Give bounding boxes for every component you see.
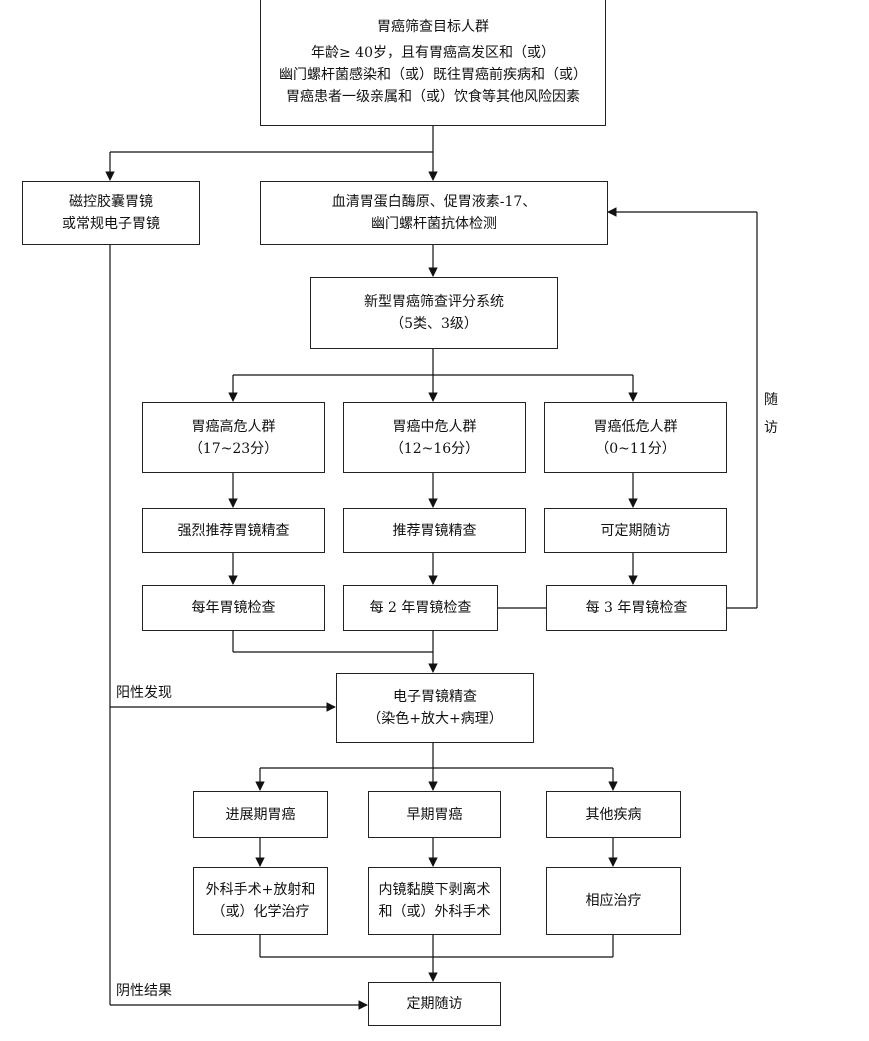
early-treatment-line-1: 内镜黏膜下剥离术 [378, 882, 491, 898]
other-disease-label: 其他疾病 [585, 806, 642, 823]
low-risk-recommendation: 可定期随访 [600, 522, 671, 539]
low-risk-box: 胃癌低危人群 （0~11分） [544, 402, 727, 473]
target-title: 胃癌筛查目标人群 [377, 19, 489, 35]
serum-line-1: 血清胃蛋白酶原、促胃液素-17、 [331, 194, 537, 210]
capsule-endoscopy-box: 磁控胶囊胃镜 或常规电子胃镜 [22, 181, 200, 245]
capsule-line-1: 磁控胶囊胃镜 [69, 194, 153, 210]
high-risk-score: （17~23分） [188, 440, 279, 457]
target-line-3: 胃癌患者一级亲属和（或）饮食等其他风险因素 [286, 89, 580, 105]
high-risk-frequency: 每年胃镜检查 [191, 600, 276, 616]
mid-risk-frequency-box: 每 2 年胃镜检查 [343, 585, 498, 631]
low-risk-recommendation-box: 可定期随访 [544, 508, 727, 553]
high-risk-label: 胃癌高危人群 [191, 418, 276, 435]
positive-finding-label: 阳性发现 [116, 685, 172, 701]
mid-risk-box: 胃癌中危人群 （12~16分） [343, 402, 526, 473]
early-treatment-box: 内镜黏膜下剥离术 和（或）外科手术 [368, 867, 501, 935]
other-disease-box: 其他疾病 [546, 791, 681, 838]
high-risk-recommendation-box: 强烈推荐胃镜精查 [142, 508, 325, 553]
capsule-line-2: 或常规电子胃镜 [62, 216, 160, 232]
scoring-system-box: 新型胃癌筛查评分系统 （5类、3级） [310, 277, 558, 349]
early-cancer-box: 早期胃癌 [368, 791, 501, 838]
negative-result-label: 阴性结果 [116, 983, 172, 999]
regular-followup-box: 定期随访 [368, 982, 501, 1026]
low-risk-frequency: 每 3 年胃镜检查 [585, 600, 688, 616]
regular-followup-label: 定期随访 [406, 996, 463, 1012]
target-line-1: 年龄≥ 40岁，且有胃癌高发区和（或） [311, 45, 555, 61]
target-population-box: 胃癌筛查目标人群 年龄≥ 40岁，且有胃癌高发区和（或） 幽门螺杆菌感染和（或）… [260, 0, 606, 126]
high-risk-box: 胃癌高危人群 （17~23分） [142, 402, 325, 473]
advanced-cancer-label: 进展期胃癌 [225, 806, 296, 823]
followup-loop-label-1: 随 [764, 392, 778, 408]
early-treatment-line-2: 和（或）外科手术 [378, 904, 491, 920]
serum-line-2: 幽门螺杆菌抗体检测 [371, 216, 497, 232]
followup-loop-label-2: 访 [764, 420, 778, 436]
low-risk-frequency-box: 每 3 年胃镜检查 [546, 585, 727, 631]
endoscopy-box: 电子胃镜精查 （染色+放大+病理） [336, 673, 534, 743]
advanced-treatment-line-2: （或）化学治疗 [211, 904, 310, 920]
advanced-cancer-box: 进展期胃癌 [193, 791, 328, 838]
scoring-line-1: 新型胃癌筛查评分系统 [364, 294, 504, 310]
low-risk-score: （0~11分） [595, 440, 676, 457]
mid-risk-frequency: 每 2 年胃镜检查 [369, 600, 472, 616]
low-risk-label: 胃癌低危人群 [593, 418, 678, 435]
target-line-2: 幽门螺杆菌感染和（或）既往胃癌前疾病和（或） [279, 67, 587, 83]
high-risk-frequency-box: 每年胃镜检查 [142, 585, 325, 631]
endoscopy-line-1: 电子胃镜精查 [393, 689, 477, 705]
endoscopy-line-2: （染色+放大+病理） [367, 711, 503, 727]
mid-risk-recommendation-box: 推荐胃镜精查 [343, 508, 526, 553]
high-risk-recommendation: 强烈推荐胃镜精查 [177, 522, 290, 539]
serum-test-box: 血清胃蛋白酶原、促胃液素-17、 幽门螺杆菌抗体检测 [260, 181, 608, 245]
other-treatment-label: 相应治疗 [585, 893, 642, 909]
early-cancer-label: 早期胃癌 [406, 806, 463, 823]
scoring-line-2: （5类、3级） [390, 316, 478, 332]
advanced-treatment-box: 外科手术+放射和 （或）化学治疗 [193, 867, 328, 935]
mid-risk-score: （12~16分） [389, 440, 480, 457]
mid-risk-label: 胃癌中危人群 [392, 418, 477, 435]
mid-risk-recommendation: 推荐胃镜精查 [392, 522, 477, 539]
other-treatment-box: 相应治疗 [546, 867, 681, 935]
advanced-treatment-line-1: 外科手术+放射和 [205, 882, 316, 898]
